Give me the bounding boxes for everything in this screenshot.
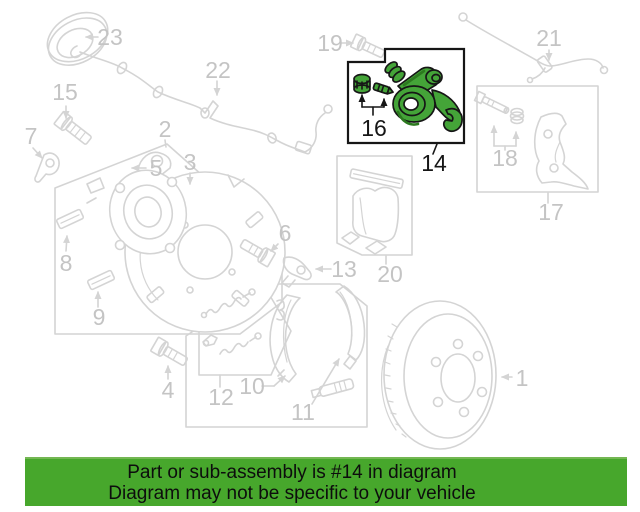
callout-16[interactable]: 16 [361, 115, 387, 141]
part-22-abs-harness[interactable] [70, 45, 333, 155]
part-9-block[interactable] [86, 269, 116, 291]
part-14-caliper[interactable] [383, 60, 463, 132]
part-4-bolt[interactable] [150, 336, 190, 369]
part-5-knuckle[interactable] [86, 151, 196, 262]
callout-19[interactable]: 19 [317, 30, 343, 56]
part-16-hardware[interactable] [353, 73, 394, 96]
banner-line-2: Diagram may not be specific to your vehi… [108, 483, 476, 504]
part-pads-set[interactable] [341, 168, 404, 255]
callout-17[interactable]: 17 [538, 199, 564, 225]
callout-11[interactable]: 11 [291, 399, 315, 425]
callout-6[interactable]: 6 [279, 220, 292, 246]
callout-9[interactable]: 9 [93, 304, 106, 330]
part-11-brake-shoe[interactable] [335, 285, 366, 370]
callout-18[interactable]: 18 [492, 145, 518, 171]
callout-14[interactable]: 14 [421, 150, 447, 176]
callout-20[interactable]: 20 [377, 261, 403, 287]
callout-12[interactable]: 12 [208, 384, 234, 410]
callout-21[interactable]: 21 [536, 25, 562, 51]
part-19-bolt[interactable] [349, 33, 386, 61]
part-18-guide-pin[interactable] [473, 90, 511, 115]
callout-15[interactable]: 15 [52, 79, 78, 105]
part-8-block[interactable] [55, 208, 85, 230]
highlight-banner: Part or sub-assembly is #14 in diagram D… [25, 457, 627, 506]
callout-labels: 1 2 3 4 5 6 7 8 9 10 11 12 13 14 15 16 1… [25, 24, 564, 425]
part-17-caliper-bracket[interactable] [533, 112, 589, 190]
callout-2[interactable]: 2 [159, 116, 172, 142]
part-7-grommet[interactable] [34, 152, 60, 183]
callout-1[interactable]: 1 [516, 365, 529, 391]
part-21-brake-hose[interactable] [458, 12, 609, 84]
callout-13[interactable]: 13 [331, 256, 357, 282]
callout-10[interactable]: 10 [239, 373, 265, 399]
part-13-lever[interactable] [281, 256, 312, 288]
part-10-brake-shoe[interactable] [269, 294, 301, 383]
banner-text: Part or sub-assembly is #14 in diagram D… [25, 462, 559, 504]
callout-3[interactable]: 3 [184, 149, 197, 175]
part-15-bolt[interactable] [53, 110, 94, 147]
callout-22[interactable]: 22 [205, 57, 231, 83]
part-1-rotor[interactable] [380, 300, 497, 450]
callout-4[interactable]: 4 [162, 377, 175, 403]
callout-5[interactable]: 5 [150, 155, 163, 181]
callout-23[interactable]: 23 [97, 24, 123, 50]
callout-arrows [32, 33, 553, 405]
callout-7[interactable]: 7 [25, 123, 38, 149]
pads-box-outline-20[interactable] [336, 155, 413, 256]
part-12-springs-kit[interactable] [200, 288, 262, 355]
part-18-pin-boot[interactable] [509, 107, 525, 125]
part-shoe-clip[interactable] [276, 299, 285, 321]
callout-8[interactable]: 8 [60, 250, 73, 276]
banner-line-1: Part or sub-assembly is #14 in diagram [127, 462, 457, 483]
bracket-box-outline-17[interactable] [476, 85, 599, 193]
